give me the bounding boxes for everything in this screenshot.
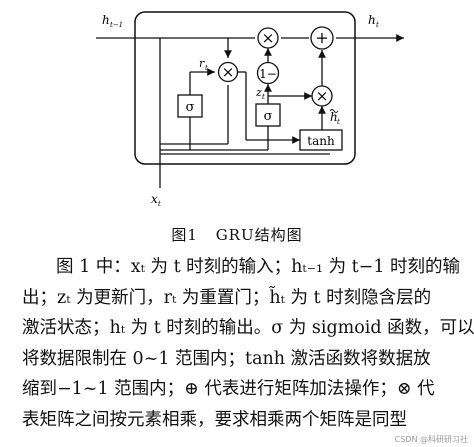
add-node (310, 26, 334, 50)
figure-title: GRU结构图 (215, 226, 303, 244)
svg-text:t: t (262, 93, 265, 101)
plus-icon: + (315, 28, 328, 47)
multiply-icon: × (316, 87, 329, 105)
r-label: r (199, 57, 205, 70)
figure-number: 图1 (171, 226, 198, 244)
h-out-label: h (368, 13, 376, 27)
watermark: CSDN @科研研习社 (394, 435, 468, 444)
reset-gate-sigma-label: σ (186, 100, 195, 115)
gru-cell-box (134, 11, 356, 165)
figure-caption: 图1 GRU结构图 (0, 224, 474, 245)
gru-structure-diagram: σ r t × σ z t 1− × × + tanh h t h t−1 h … (96, 11, 404, 208)
svg-text:t−1: t−1 (110, 21, 123, 29)
multiply-icon: × (262, 29, 275, 47)
paragraph-line: 出；zₜ 为更新门，rₜ 为重置门；h̃ₜ 为 t 时刻隐含层的 (22, 287, 432, 308)
x-in-label: x (151, 192, 158, 206)
z-label: z (255, 86, 262, 99)
h-tilde-label: h (330, 110, 338, 124)
paragraph-line: 表矩阵之间按元素相乘，要求相乘两个矩阵是同型 (22, 409, 407, 430)
svg-text:t: t (337, 118, 340, 126)
update-gate-sigma-label: σ (264, 109, 273, 124)
h-prev-label: h (102, 13, 110, 27)
tanh-label: tanh (307, 134, 335, 148)
one-minus-label: 1− (259, 67, 277, 81)
svg-text:t: t (205, 64, 208, 72)
paragraph-line: 图 1 中：xₜ 为 t 时刻的输入；hₜ₋₁ 为 t−1 时刻的输 (56, 257, 461, 277)
body-paragraph: 图 1 中：xₜ 为 t 时刻的输入；hₜ₋₁ 为 t−1 时刻的输 出；zₜ … (22, 252, 474, 435)
paragraph-line: 将数据限制在 0~1 范围内；tanh 激活函数将数据放 (22, 348, 431, 369)
paragraph-line: 缩到−1~1 范围内；⊕ 代表进行矩阵加法操作；⊗ 代 (22, 379, 435, 399)
state-multiply-node (257, 27, 279, 49)
one-minus-node (256, 61, 280, 85)
paragraph-line: 激活状态；hₜ 为 t 时刻的输出。σ 为 sigmoid 函数，可以 (22, 318, 474, 338)
svg-text:t: t (158, 200, 161, 208)
tanh-box (299, 129, 343, 151)
multiply-icon: × (222, 63, 235, 81)
svg-text:t: t (376, 21, 379, 29)
